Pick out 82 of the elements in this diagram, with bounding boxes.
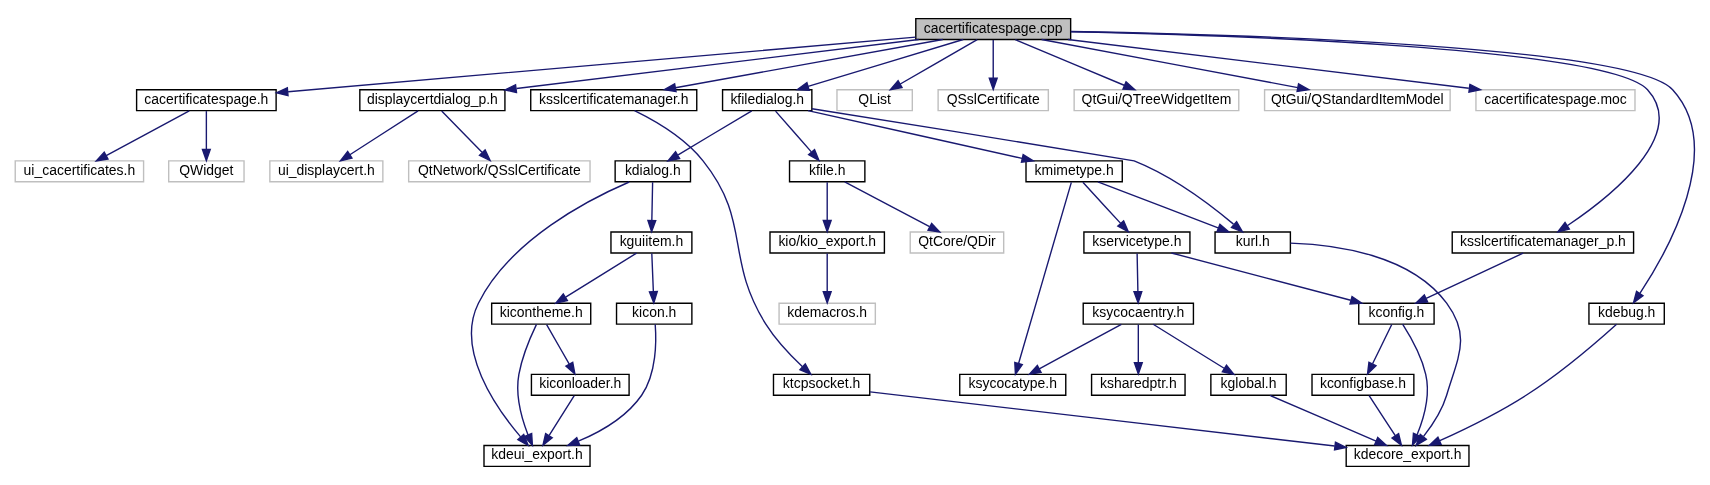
node-box: ksycocaentry.h: [1082, 302, 1195, 325]
arrow: [94, 110, 190, 162]
node-box: QtGui/QTreeWidgetItem: [1073, 89, 1240, 112]
arrow: [1368, 395, 1403, 447]
arrow: [565, 323, 657, 447]
arrow: [1269, 394, 1389, 447]
arrow: [1152, 323, 1236, 376]
node-box: kglobal.h: [1210, 373, 1287, 396]
node-box: kdecore_export.h: [1345, 444, 1470, 468]
node-box: cacertificatespage.h: [135, 89, 277, 112]
arrow: [338, 110, 419, 163]
arrow: [441, 110, 492, 163]
arrow: [1133, 252, 1143, 305]
node-box: QtGui/QStandardItemModel: [1263, 89, 1451, 112]
node-box: kfiledialog.h: [721, 89, 813, 112]
arrow: [869, 391, 1349, 451]
node-box: kguiitem.h: [610, 231, 693, 254]
arrow: [545, 323, 576, 376]
node-box: kdebug.h: [1588, 302, 1665, 325]
node-box: kiconloader.h: [530, 373, 630, 396]
arrow: [201, 110, 212, 163]
node-box: cacertificatespage.moc: [1475, 89, 1636, 112]
arrow: [502, 38, 920, 94]
node-box: kmimetype.h: [1025, 160, 1123, 183]
arrow: [988, 39, 999, 92]
node-box: QWidget: [168, 160, 245, 183]
node-box: kdeui_export.h: [483, 444, 591, 468]
node-box: ktcpsocket.h: [772, 373, 871, 396]
node-box: kconfigbase.h: [1311, 373, 1415, 396]
node-box: ksycocatype.h: [959, 373, 1067, 396]
node-box: QList: [836, 89, 913, 112]
node-box: kicon.h: [615, 302, 693, 325]
arrow: [646, 181, 657, 234]
arrow: [554, 252, 638, 305]
node-box: QtNetwork/QSslCertificate: [407, 160, 591, 183]
arrow: [774, 110, 821, 163]
node-box: ui_displaycert.h: [269, 160, 384, 183]
arrow: [662, 38, 944, 93]
node-box: kio/kio_export.h: [769, 231, 886, 254]
arrow: [1070, 30, 1695, 305]
arrow: [1014, 181, 1073, 377]
arrow: [1413, 252, 1524, 305]
arrow: [822, 181, 833, 234]
arrow: [888, 38, 978, 91]
node-box: kdialog.h: [614, 160, 692, 183]
arrow: [811, 108, 1245, 234]
node-box: ksslcertificatemanager_p.h: [1451, 231, 1635, 254]
arrow: [1170, 252, 1364, 305]
arrow: [517, 323, 538, 448]
node-box: displaycertdialog_p.h: [359, 89, 506, 112]
arrow: [1097, 181, 1231, 233]
arrow: [1014, 38, 1137, 91]
arrow: [274, 36, 917, 97]
node-box: kfile.h: [788, 160, 866, 183]
arrow: [1040, 38, 1311, 93]
node-box: kconfig.h: [1358, 302, 1435, 325]
arrow: [795, 38, 964, 91]
node-box: QSslCertificate: [937, 89, 1050, 112]
arrow: [822, 252, 833, 305]
arrow: [1082, 181, 1130, 234]
node-box: ksharedptr.h: [1090, 373, 1186, 396]
node-box: ksslcertificatemanager.h: [530, 89, 698, 112]
arrow: [666, 110, 753, 162]
arrow: [1366, 323, 1393, 376]
arrow: [541, 395, 575, 447]
node-box: QtCore/QDir: [909, 231, 1005, 254]
arrow: [471, 181, 630, 448]
arrow: [648, 252, 659, 305]
arrow: [1067, 38, 1483, 94]
node-box: kservicetype.h: [1083, 231, 1191, 254]
arrow: [1070, 31, 1660, 234]
node-box: cacertificatespage.cpp: [915, 17, 1072, 41]
arrow: [633, 110, 813, 376]
arrow: [807, 109, 1036, 164]
arrow: [844, 181, 942, 234]
node-box: kicontheme.h: [490, 302, 592, 325]
node-box: kdemacros.h: [778, 302, 877, 325]
arrow: [1133, 323, 1144, 377]
node-box: ui_cacertificates.h: [14, 160, 145, 183]
arrow: [1027, 323, 1123, 376]
node-box: kurl.h: [1214, 231, 1292, 254]
arrow: [1427, 323, 1618, 447]
